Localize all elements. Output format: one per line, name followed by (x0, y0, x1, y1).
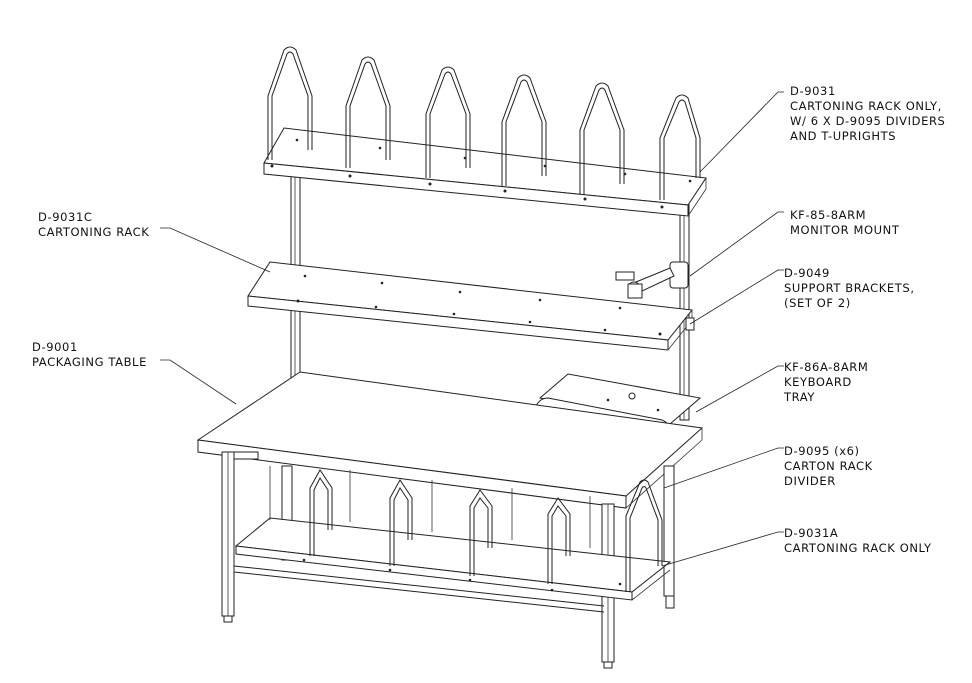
callout-d9001: D-9001 PACKAGING TABLE (32, 340, 147, 370)
callout-line: D-9031C (38, 210, 93, 224)
callout-line: CARTONING RACK (38, 225, 150, 239)
callout-line: W/ 6 X D-9095 DIVIDERS (790, 114, 946, 128)
middle-rack-shelf (247, 261, 693, 351)
table-top (196, 371, 704, 509)
callout-line: CARTONING RACK ONLY, (790, 99, 942, 113)
top-rack-shelf (263, 127, 707, 217)
bottom-rails (233, 565, 605, 613)
lower-dividers (269, 466, 663, 592)
top-dividers (267, 46, 701, 200)
leader-lines (160, 91, 784, 567)
callout-d9031a: D-9031A CARTONING RACK ONLY (784, 526, 932, 556)
callout-line: PACKAGING TABLE (32, 355, 147, 369)
callout-line: SUPPORT BRACKETS, (784, 281, 915, 295)
callout-line: AND T-UPRIGHTS (790, 129, 897, 143)
callout-line: TRAY (784, 390, 815, 404)
callout-line: KEYBOARD (784, 375, 852, 389)
table-legs (221, 451, 675, 669)
callout-d9031c: D-9031C CARTONING RACK (38, 210, 149, 240)
callout-line: DIVIDER (784, 474, 836, 488)
callout-line: D-9001 (32, 340, 78, 354)
callout-line: (SET OF 2) (784, 296, 851, 310)
callout-line: CARTON RACK (784, 459, 873, 473)
callout-d9031: D-9031 CARTONING RACK ONLY, W/ 6 X D-909… (790, 84, 945, 144)
callout-line: CARTONING RACK ONLY (784, 541, 932, 555)
callout-line: KF-86A-8ARM (784, 360, 869, 374)
callout-d9095: D-9095 (x6) CARTON RACK DIVIDER (784, 444, 873, 489)
callout-line: MONITOR MOUNT (790, 223, 900, 237)
monitor-mount (615, 261, 689, 299)
callout-kf86: KF-86A-8ARM KEYBOARD TRAY (784, 360, 868, 405)
callout-line: D-9095 (x6) (784, 444, 860, 458)
callout-kf85: KF-85-8ARM MONITOR MOUNT (790, 208, 900, 238)
callout-line: D-9049 (784, 266, 830, 280)
callout-line: D-9031A (784, 526, 839, 540)
callout-d9049: D-9049 SUPPORT BRACKETS, (SET OF 2) (784, 266, 915, 311)
callout-line: KF-85-8ARM (790, 208, 867, 222)
callout-line: D-9031 (790, 84, 836, 98)
lower-rack-shelf (234, 517, 672, 601)
